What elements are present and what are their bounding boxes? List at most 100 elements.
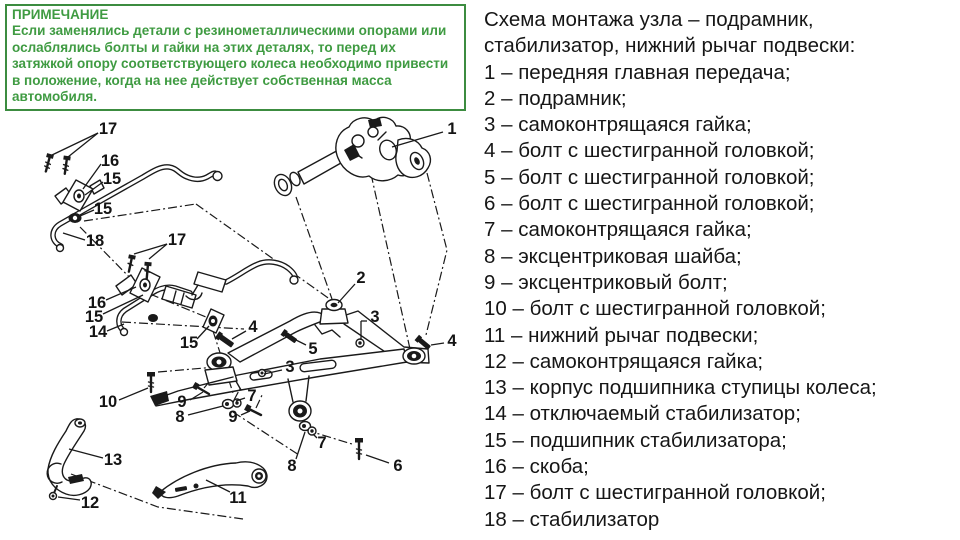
eccentric-bolt-9b bbox=[244, 404, 263, 417]
callout-leader-line bbox=[79, 209, 95, 217]
legend-item: 1 – передняя главная передача; bbox=[484, 60, 791, 84]
legend-item: 3 – самоконтрящаяся гайка; bbox=[484, 113, 752, 137]
legend-item: 2 – подрамник; bbox=[484, 86, 627, 110]
bolt-6 bbox=[355, 438, 363, 461]
assembly-diagram: 1233445677889910111213141515151516161717… bbox=[44, 116, 457, 520]
callout-label: 4 bbox=[447, 332, 457, 350]
callout-leader-line bbox=[312, 433, 318, 439]
callout-label: 15 bbox=[85, 308, 103, 326]
callout-label: 9 bbox=[228, 408, 237, 426]
callout-label: 4 bbox=[248, 318, 258, 336]
callout-label: 8 bbox=[175, 408, 184, 426]
callout-label: 15 bbox=[103, 170, 121, 188]
clamp-bolt-17b2 bbox=[144, 261, 152, 281]
legend-item: 16 – скоба; bbox=[484, 455, 589, 479]
legend-item: 11 – нижний рычаг подвески; bbox=[484, 323, 759, 347]
callout-label: 13 bbox=[104, 451, 122, 469]
bolt-10 bbox=[147, 372, 155, 394]
callout-leader-line bbox=[118, 387, 149, 401]
note-title: ПРИМЕЧАНИЕ bbox=[12, 7, 109, 22]
callout-leader-line bbox=[57, 496, 81, 501]
callout-leader-line bbox=[337, 283, 356, 304]
callout-leader-line bbox=[51, 132, 99, 156]
legend-item: 6 – болт с шестигранной головкой; bbox=[484, 192, 815, 216]
legend-item: 4 – болт с шестигранной головкой; bbox=[484, 139, 815, 163]
callout-label: 7 bbox=[317, 434, 326, 452]
clamp-bolt-17a bbox=[44, 153, 54, 173]
callout-leader-line bbox=[263, 369, 283, 375]
legend-item: 7 – самоконтрящаяся гайка; bbox=[484, 218, 752, 242]
callout-leader-line bbox=[240, 410, 251, 416]
clamp-bolt-17b bbox=[127, 254, 136, 273]
callout-leader-line bbox=[106, 323, 125, 332]
legend-item: 15 – подшипник стабилизатора; bbox=[484, 428, 787, 452]
callout-leader-line bbox=[133, 243, 168, 255]
legend-item: 9 – эксцентриковый болт; bbox=[484, 270, 728, 294]
stabilizer-bar-18 bbox=[44, 153, 223, 253]
callout-label: 8 bbox=[287, 457, 296, 475]
legend-item: 8 – эксцентриковая шайба; bbox=[484, 244, 742, 268]
callout-label: 3 bbox=[370, 308, 379, 326]
callout-leader-line bbox=[82, 163, 102, 190]
legend-item: 12 – самоконтрящаяся гайка; bbox=[484, 349, 764, 373]
note-body: Если заменялись детали с резинометалличе… bbox=[12, 23, 449, 105]
legend-item: 14 – отключаемый стабилизатор; bbox=[484, 402, 801, 426]
callout-leader-line bbox=[148, 243, 168, 260]
callout-leader-line bbox=[391, 131, 444, 148]
callout-leader-line bbox=[67, 132, 99, 158]
legend: Схема монтажа узла – подрамник, стабилиза… bbox=[484, 7, 958, 533]
note-box: ПРИМЕЧАНИЕ Если заменялись детали с рези… bbox=[5, 4, 466, 112]
callout-label: 2 bbox=[356, 269, 365, 287]
stabilizer-actuator bbox=[161, 285, 197, 309]
front-final-drive-1 bbox=[273, 116, 432, 197]
callout-label: 3 bbox=[285, 358, 294, 376]
callout-leader-line bbox=[84, 181, 104, 196]
legend-item: 18 – стабилизатор bbox=[484, 507, 660, 531]
eccentric-bolt-9a bbox=[192, 381, 211, 396]
callout-label: 5 bbox=[308, 340, 317, 358]
legend-title-line: Схема монтажа узла – подрамник, bbox=[484, 8, 814, 31]
callout-leader-line bbox=[295, 431, 306, 460]
legend-item: 17 – болт с шестигранной головкой; bbox=[484, 481, 826, 505]
legend-item: 10 – болт с шестигранной головкой; bbox=[484, 297, 826, 321]
hub-bearing-housing-13 bbox=[46, 418, 92, 501]
callout-label: 12 bbox=[81, 494, 99, 512]
subframe-2 bbox=[150, 298, 431, 422]
callout-leader-line bbox=[365, 454, 390, 464]
callout-leader-line bbox=[68, 448, 104, 459]
callout-label: 6 bbox=[393, 457, 402, 475]
callout-label: 15 bbox=[180, 334, 198, 352]
callout-label: 16 bbox=[101, 152, 119, 170]
callout-label: 1 bbox=[447, 120, 456, 138]
callout-leader-line bbox=[205, 479, 231, 493]
callout-leader-line bbox=[187, 405, 224, 416]
callout-leader-line bbox=[196, 325, 210, 340]
callout-leader-line bbox=[430, 342, 445, 346]
callout-label: 17 bbox=[99, 120, 117, 138]
callout-label: 11 bbox=[229, 489, 246, 507]
callout-leader-line bbox=[189, 391, 204, 401]
legend-item: 13 – корпус подшипника ступицы колеса; bbox=[484, 376, 877, 400]
callout-labels: 1233445677889910111213141515151516161717… bbox=[51, 120, 457, 512]
callout-label: 10 bbox=[99, 393, 117, 411]
callout-leader-line bbox=[231, 330, 247, 340]
callout-leader-line bbox=[291, 337, 307, 346]
fasteners bbox=[147, 372, 363, 461]
clamp-bolt-17a2 bbox=[62, 155, 71, 176]
callout-leader-line bbox=[102, 294, 144, 315]
legend-title-line: стабилизатор, нижний рычаг подвески: bbox=[484, 34, 856, 58]
bolt-4a bbox=[214, 331, 234, 348]
callout-label: 18 bbox=[86, 232, 104, 250]
callout-label: 14 bbox=[89, 323, 108, 341]
callout-label: 17 bbox=[168, 231, 186, 249]
lower-control-arm-11 bbox=[152, 461, 268, 499]
callout-label: 16 bbox=[88, 294, 106, 312]
callout-label: 15 bbox=[94, 200, 112, 218]
bolt-5 bbox=[280, 328, 298, 343]
callout-leader-line bbox=[235, 397, 246, 402]
callout-label: 9 bbox=[177, 393, 186, 411]
legend-item: 5 – болт с шестигранной головкой; bbox=[484, 165, 815, 189]
callout-label: 7 bbox=[247, 387, 256, 405]
stabilizer-bar-14 bbox=[115, 254, 299, 337]
bolt-4b bbox=[414, 334, 431, 350]
